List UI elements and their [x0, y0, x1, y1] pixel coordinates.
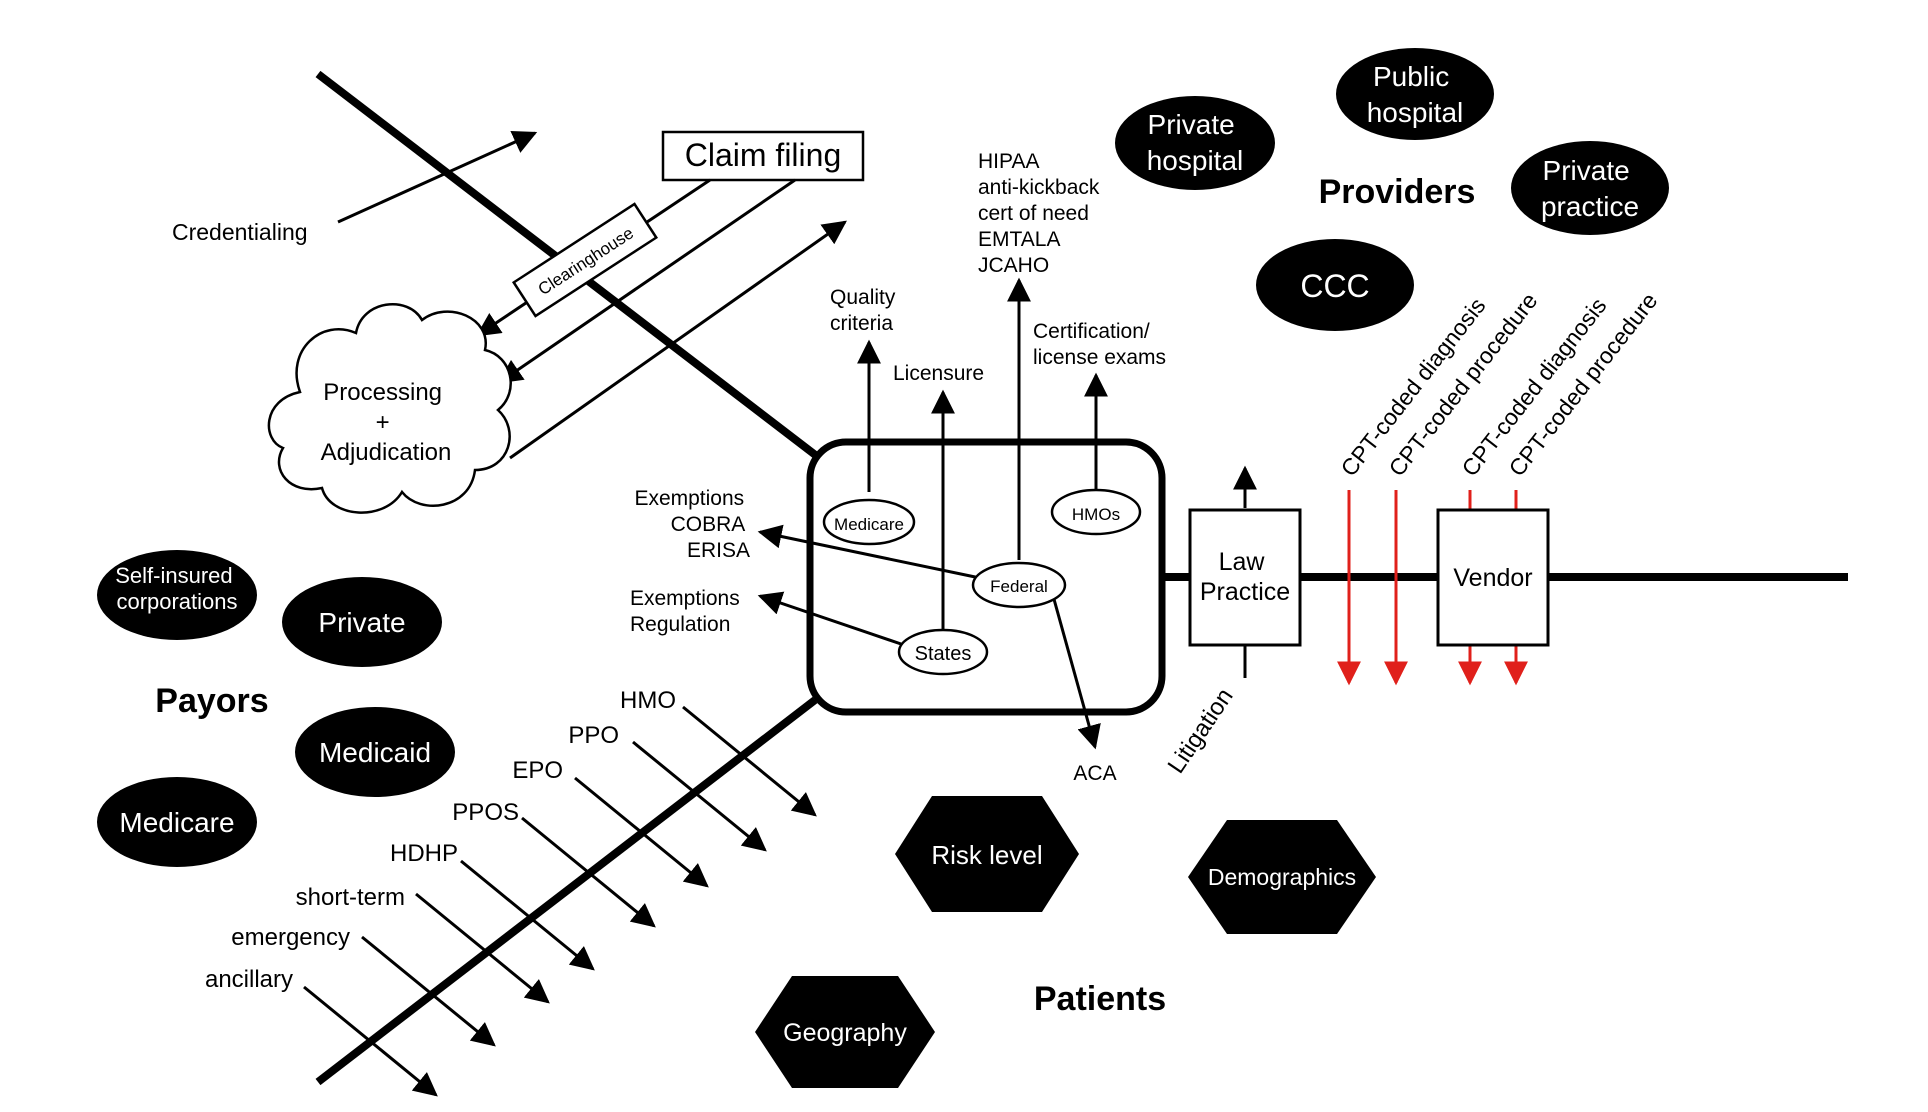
- demographics-label: Demographics: [1208, 864, 1356, 890]
- plan-label-ppos: PPOS: [452, 799, 519, 826]
- self-insured-label: Self-insured corporations: [115, 563, 239, 614]
- patients-heading: Patients: [1034, 980, 1166, 1018]
- arrow-federal-exemptions: [757, 524, 981, 580]
- private-practice-label: Private practice: [1541, 155, 1639, 222]
- plan-types: HMO PPO EPO PPOS HDHP short-term emergen…: [205, 687, 817, 1097]
- public-hospital-label: Public hospital: [1367, 61, 1464, 128]
- risk-level-hexagon: [895, 796, 1079, 912]
- private-payor: [282, 577, 442, 667]
- federal-label: Federal: [990, 577, 1048, 596]
- claims-flow: Claim filing Clearinghouse Processing + …: [172, 130, 865, 514]
- plan-arrow-hmo: [682, 705, 817, 817]
- aca-label: ACA: [1073, 762, 1116, 785]
- patients-group: Patients Risk level Demographics Geograp…: [755, 796, 1376, 1088]
- arrow-state-exemptions: [757, 591, 905, 647]
- geography-label: Geography: [783, 1019, 907, 1047]
- federal-exemptions-label: Exemptions COBRA ERISA: [634, 487, 750, 562]
- clearinghouse-tag: Clearinghouse: [511, 202, 659, 318]
- plan-label-emergency: emergency: [231, 924, 350, 951]
- vendor-box: [1436, 508, 1550, 647]
- private-payor-label: Private: [318, 607, 405, 638]
- states-node: [897, 628, 989, 676]
- payors-heading: Payors: [155, 682, 268, 720]
- plan-label-epo: EPO: [512, 757, 563, 784]
- payors-group: Payors Self-insured corporations Private…: [97, 550, 455, 867]
- federal-node: [971, 561, 1067, 609]
- quality-criteria-label: Quality criteria: [830, 286, 901, 335]
- plan-label-short-term: short-term: [296, 884, 405, 911]
- certification-label: Certification/ license exams: [1033, 320, 1166, 369]
- medicaid-label: Medicaid: [319, 737, 431, 768]
- federal-laws-list: HIPAA anti-kickback cert of need EMTALA …: [978, 150, 1105, 277]
- geography-hexagon: [755, 976, 935, 1088]
- private-hospital-label: Private hospital: [1147, 109, 1244, 176]
- vendor-label: Vendor: [1453, 564, 1532, 592]
- law-practice-box: [1188, 508, 1302, 647]
- regulation-hub: Medicare HMOs Federal States: [757, 277, 1166, 750]
- demographics-hexagon: [1188, 820, 1376, 934]
- ccc-label: CCC: [1300, 268, 1369, 304]
- plan-arrow-hdhp: [460, 859, 595, 971]
- arrow-credentialing: [337, 130, 538, 224]
- public-hospital-provider: [1336, 48, 1494, 140]
- plan-arrow-short-term: [415, 892, 550, 1004]
- arrow-processing-to-provider: [509, 220, 847, 460]
- medicaid-payor: [295, 707, 455, 797]
- medicare-regulator-node: [822, 498, 916, 546]
- claim-filing-box: [661, 130, 865, 182]
- plan-arrow-ancillary: [303, 985, 438, 1097]
- self-insured-payor: [97, 550, 257, 640]
- plan-arrow-epo: [574, 776, 709, 888]
- state-exemptions-label: Exemptions Regulation: [630, 587, 746, 636]
- processing-label: Processing + Adjudication: [321, 379, 452, 466]
- plan-label-ppo: PPO: [568, 722, 619, 749]
- hmos-label: HMOs: [1072, 505, 1120, 524]
- risk-level-label: Risk level: [931, 840, 1042, 870]
- plan-arrow-ppos: [521, 816, 656, 928]
- private-practice-provider: [1511, 141, 1669, 235]
- hmos-node: [1050, 488, 1142, 536]
- providers-group: Providers Private hospital Public hospit…: [1115, 48, 1669, 331]
- claim-filing-label: Claim filing: [685, 137, 841, 173]
- plan-label-ancillary: ancillary: [205, 966, 293, 993]
- plan-arrow-ppo: [632, 740, 767, 852]
- law-practice-label: Law Practice: [1200, 548, 1290, 606]
- lower-bone: [315, 696, 818, 1086]
- litigation-label: Litigation: [1163, 684, 1239, 779]
- vendor-group: Vendor CPT-coded diagnosis CPT-coded pro…: [1335, 288, 1662, 686]
- providers-heading: Providers: [1319, 173, 1476, 211]
- law-practice-group: Law Practice Litigation: [1163, 465, 1302, 779]
- private-hospital-provider: [1115, 96, 1275, 190]
- ccc-provider: [1256, 239, 1414, 331]
- arrow-aca: [1050, 591, 1101, 750]
- states-label: States: [915, 643, 972, 665]
- arrow-claim-to-processing-2: [498, 178, 796, 384]
- plan-arrow-emergency: [361, 935, 496, 1047]
- plan-label-hdhp: HDHP: [390, 840, 458, 867]
- licensure-label: Licensure: [893, 362, 984, 385]
- medicare-payor-label: Medicare: [119, 807, 234, 838]
- plan-label-hmo: HMO: [620, 687, 676, 714]
- processing-cloud: [267, 303, 512, 514]
- medicare-regulator-label: Medicare: [834, 515, 904, 534]
- medicare-payor: [97, 777, 257, 867]
- credentialing-label: Credentialing: [172, 219, 308, 245]
